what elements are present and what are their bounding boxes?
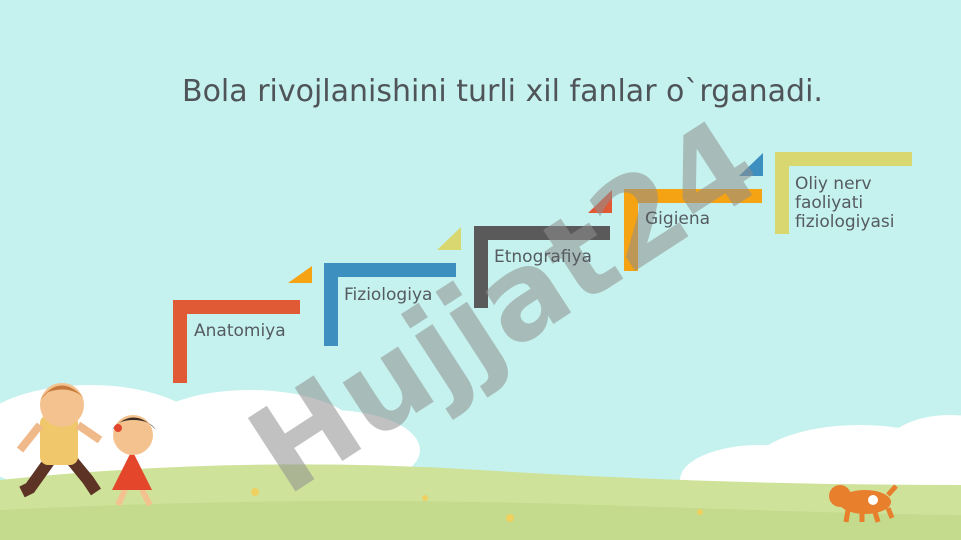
girl-figure — [112, 415, 156, 507]
step-bracket-3 — [474, 190, 612, 308]
step-bracket-2 — [324, 227, 461, 346]
dog-figure — [829, 484, 898, 523]
flowers — [251, 488, 703, 522]
boy-figure — [16, 383, 103, 498]
step-label-anatomiya: Anatomiya — [194, 321, 286, 341]
step-label-oliy-nerv: Oliy nerv faoliyati fiziologiyasi — [795, 174, 895, 232]
step-bracket-5 — [775, 152, 912, 234]
step-label-fiziologiya: Fiziologiya — [344, 285, 433, 305]
step-bracket-4 — [624, 153, 763, 271]
step-label-gigiena: Gigiena — [645, 209, 711, 229]
step-bracket-1 — [173, 266, 312, 383]
slide-title: Bola rivojlanishini turli xil fanlar o`r… — [182, 74, 823, 109]
grass-shade — [0, 501, 961, 540]
step-label-etnografiya: Etnografiya — [494, 247, 592, 267]
